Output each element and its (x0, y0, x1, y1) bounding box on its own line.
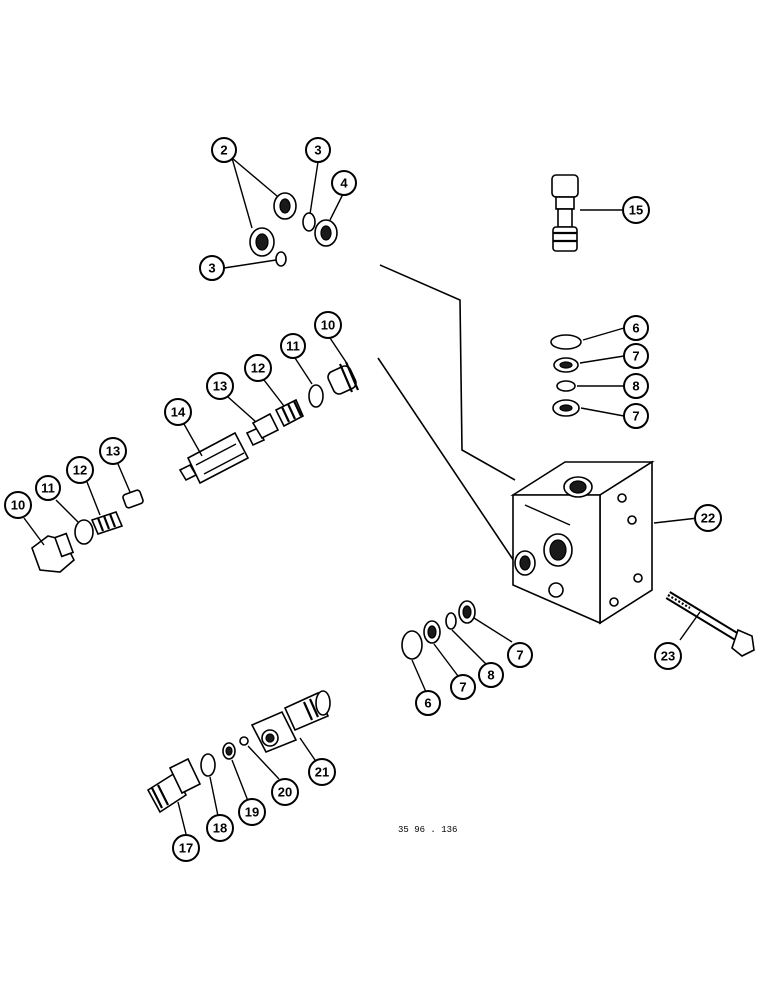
svg-text:12: 12 (73, 463, 87, 478)
svg-text:6: 6 (632, 321, 639, 336)
svg-text:3: 3 (208, 261, 215, 276)
callout-11-lower: 11 (35, 475, 61, 501)
callout-bubbles: 2 3 4 3 15 6 7 8 7 10 11 12 13 14 10 11 … (4, 137, 722, 862)
callout-3-lower: 3 (199, 255, 225, 281)
leader-lines (23, 157, 701, 835)
callout-22: 22 (694, 504, 722, 532)
svg-text:8: 8 (487, 668, 494, 683)
callout-3-upper: 3 (305, 137, 331, 163)
svg-text:7: 7 (516, 648, 523, 663)
svg-text:20: 20 (278, 785, 292, 800)
callout-13-lower: 13 (99, 437, 127, 465)
callout-7-lower-a: 7 (450, 674, 476, 700)
callout-17: 17 (172, 834, 200, 862)
svg-text:6: 6 (424, 696, 431, 711)
svg-text:23: 23 (661, 649, 675, 664)
callout-14: 14 (164, 398, 192, 426)
callout-7-lower-b: 7 (507, 642, 533, 668)
svg-text:17: 17 (179, 841, 193, 856)
figure-code: 35 96 . 136 (398, 825, 457, 835)
callout-2: 2 (211, 137, 237, 163)
bolt-part (665, 591, 755, 657)
svg-text:7: 7 (632, 409, 639, 424)
svg-text:21: 21 (315, 765, 329, 780)
lower-seal-stack (401, 600, 476, 660)
svg-text:14: 14 (171, 405, 186, 420)
callout-19: 19 (238, 798, 266, 826)
assembly-guide-lines (377, 264, 521, 571)
callout-6-top: 6 (623, 315, 649, 341)
svg-text:13: 13 (213, 379, 227, 394)
top-seal-stack (550, 334, 582, 417)
callout-15: 15 (622, 196, 650, 224)
spring-upper (274, 398, 305, 428)
callout-4: 4 (331, 170, 357, 196)
svg-text:22: 22 (701, 511, 715, 526)
callout-8-lower: 8 (478, 662, 504, 688)
callout-11-upper: 11 (280, 333, 306, 359)
callout-23: 23 (654, 642, 682, 670)
svg-text:10: 10 (11, 498, 25, 513)
svg-text:7: 7 (459, 680, 466, 695)
svg-text:15: 15 (629, 203, 643, 218)
callout-12-upper: 12 (244, 354, 272, 382)
callout-8-top: 8 (623, 373, 649, 399)
svg-text:13: 13 (106, 444, 120, 459)
svg-text:3: 3 (314, 143, 321, 158)
svg-text:11: 11 (286, 339, 300, 354)
callout-7-top-a: 7 (623, 343, 649, 369)
valve-body-block (510, 460, 655, 625)
callout-6-lower: 6 (415, 690, 441, 716)
callout-7-top-b: 7 (623, 403, 649, 429)
svg-text:19: 19 (245, 805, 259, 820)
spring-lower (90, 511, 124, 535)
svg-text:18: 18 (213, 821, 227, 836)
callout-13-upper: 13 (206, 372, 234, 400)
callout-21: 21 (308, 758, 336, 786)
svg-text:10: 10 (321, 318, 335, 333)
svg-text:12: 12 (251, 361, 265, 376)
callout-10-upper: 10 (314, 311, 342, 339)
seal-set-upper (249, 192, 338, 267)
upper-spool-assembly (178, 361, 360, 485)
callout-20: 20 (271, 778, 299, 806)
svg-text:7: 7 (632, 349, 639, 364)
svg-text:11: 11 (41, 481, 55, 496)
svg-text:4: 4 (340, 176, 348, 191)
callout-12-lower: 12 (66, 456, 94, 484)
svg-text:2: 2 (220, 143, 227, 158)
svg-text:8: 8 (632, 379, 639, 394)
callout-18: 18 (206, 814, 234, 842)
left-relief-assembly (31, 489, 144, 573)
callout-10-lower: 10 (4, 491, 32, 519)
fitting-assembly (146, 690, 331, 814)
cartridge-valve-part (551, 174, 579, 252)
